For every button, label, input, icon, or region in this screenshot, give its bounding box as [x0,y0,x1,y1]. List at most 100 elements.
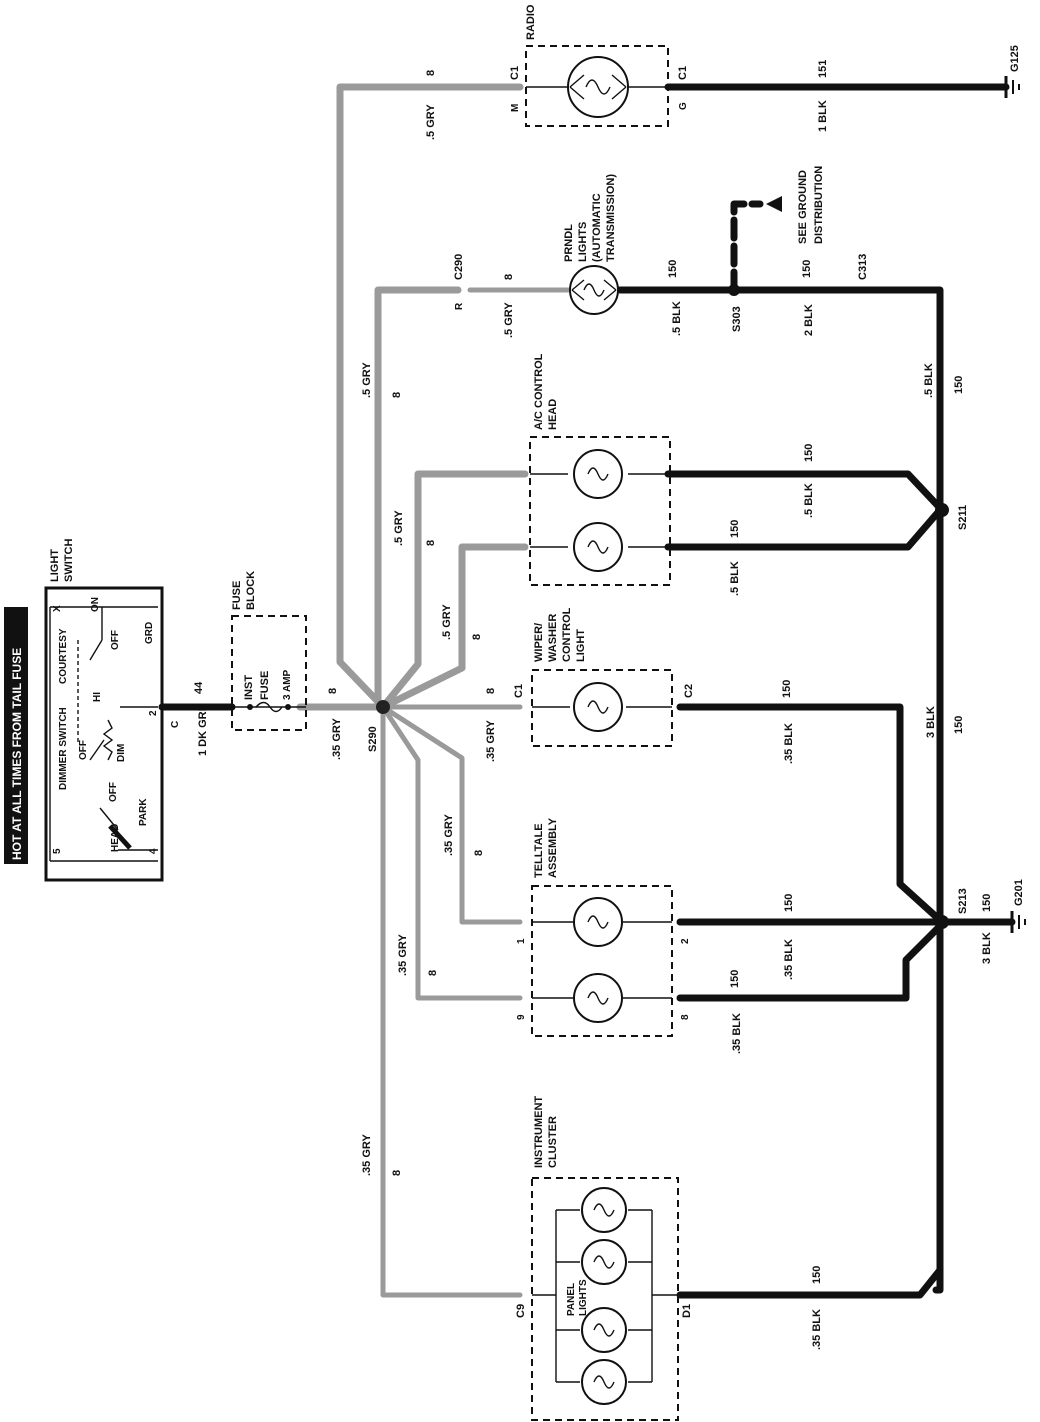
wire-label: .5 GRY [361,362,373,398]
wire-label: .5 BLK [671,301,683,336]
switch-pin4-label: 4 [148,848,159,854]
see-ground-label-1: SEE GROUND [797,170,809,244]
wire-label: 150 [953,716,965,734]
wiper-washer-light: WIPER/ WASHER CONTROL LIGHT C1 C2 [513,607,695,747]
fuse-block-label-1: FUSE [231,581,243,610]
wire-label: 8 [391,1170,403,1176]
wire-label: .5 BLK [729,561,741,596]
g201-label: G201 [1013,879,1025,906]
wire-44-num: 44 [193,681,205,694]
gray-wires [296,83,571,1298]
telltale-pin1: 1 [516,938,527,944]
switch-pinc-label: C [170,721,181,728]
s290-label: S290 [367,726,379,752]
switch-park-label: PARK [138,798,149,826]
g125-label: G125 [1009,45,1021,72]
splice-s303-dot [728,284,740,296]
prndl-label-3: (AUTOMATIC [591,193,603,262]
splice-s211-dot [935,503,949,517]
wiper-label-3: CONTROL [561,607,573,662]
switch-off-label: OFF [110,630,121,650]
title-bar: HOT AT ALL TIMES FROM TAIL FUSE [4,607,28,864]
telltale-label-1: TELLTALE [533,823,545,878]
prndl-label-1: PRNDL [563,224,575,262]
s213-label: S213 [957,888,969,914]
switch-x-label: X [52,605,63,612]
fuse-label: FUSE [259,671,271,700]
splice-s213-dot [935,915,949,929]
wire-label: 8 [471,634,483,640]
ground-g201: G201 [1010,879,1026,933]
ground-g125: G125 [1004,45,1021,98]
inst-label: INST [243,675,255,700]
prndl-lights: PRNDL LIGHTS (AUTOMATIC TRANSMISSION) [563,174,619,315]
radio-g: G [678,102,689,110]
radio-label: RADIO [525,4,537,40]
telltale-pin8: 8 [680,1014,691,1020]
wire-label: .35 BLK [783,939,795,980]
switch-on-label: ON [90,597,101,612]
black-wires [616,83,1016,1299]
light-switch: LIGHT SWITCH X ON OFF GRD COURTESY HI 2 … [44,539,181,882]
wire-label: .5 GRY [425,104,437,140]
cluster-label-2: CLUSTER [547,1116,559,1168]
title-text: HOT AT ALL TIMES FROM TAIL FUSE [10,648,24,860]
wiper-label-4: LIGHT [575,629,587,662]
switch-courtesy-label: COURTESY [58,628,69,684]
telltale-pin9: 9 [516,1014,527,1020]
wire-label: 8 [485,688,497,694]
wire-label: .5 BLK [803,483,815,518]
ac-control-head: A/C CONTROL HEAD [529,353,671,586]
wire-label: 8 [425,540,437,546]
wire-label: .35 GRY [443,814,455,856]
wire-label: 3 BLK [981,932,993,964]
wire-label: .35 BLK [783,723,795,764]
prndl-label-4: TRANSMISSION) [605,174,617,262]
wire-labels: .35 GRY 8 .5 GRY 8 .5 GRY 8 .5 GRY 8 .5 … [327,60,993,1350]
cluster-label-1: INSTRUMENT [533,1096,545,1168]
panel-label-1: PANEL [566,1283,577,1316]
wire-label: .35 GRY [485,720,497,762]
wire-label: 150 [781,680,793,698]
wire-label: 8 [327,688,339,694]
wire-label: 150 [803,444,815,462]
wire-label: 8 [473,850,485,856]
wire-label: 150 [953,376,965,394]
switch-off2-label: OFF [78,740,89,760]
switch-head-label: HEAD [110,824,121,852]
radio-m: M [510,104,521,112]
wire-label: 150 [783,894,795,912]
c290-r-label: R [454,302,465,310]
splice-s290-dot [376,700,390,714]
c313-label: C313 [857,254,869,280]
wire-label: 2 BLK [803,304,815,336]
wire-label: .35 BLK [811,1309,823,1350]
c290-label: C290 [453,254,465,280]
ac-label-1: A/C CONTROL [533,353,545,430]
wire-label: 8 [427,970,439,976]
s303-label: S303 [731,306,743,332]
radio: RADIO C1 M C1 G [509,4,689,127]
wire-label: 150 [801,260,813,278]
wire-44-color: 1 DK GRN [197,703,209,756]
light-switch-label-2: SWITCH [63,539,75,582]
cluster-d1: D1 [681,1304,693,1318]
wire-label: 150 [729,520,741,538]
instrument-cluster: INSTRUMENT CLUSTER PANEL LIGHTS C9 D1 [515,1096,693,1421]
see-ground-label-2: DISTRIBUTION [813,166,825,244]
wire-label: 150 [667,260,679,278]
switch-pin2-label: 2 [148,710,159,716]
wiper-label-2: WASHER [547,614,559,662]
wiper-c1: C1 [513,684,525,698]
switch-grd-label: GRD [144,622,155,644]
switch-dim-label: DIM [116,744,127,762]
wiper-label-1: WIPER/ [533,623,545,662]
telltale-pin2: 2 [680,938,691,944]
telltale-assembly: TELLTALE ASSEMBLY 1 2 9 8 [516,817,691,1037]
radio-c1a: C1 [509,66,521,80]
wire-label: 150 [981,894,993,912]
wire-label: 3 BLK [925,706,937,738]
wire-label: .35 BLK [731,1013,743,1054]
cluster-c9: C9 [515,1304,527,1318]
